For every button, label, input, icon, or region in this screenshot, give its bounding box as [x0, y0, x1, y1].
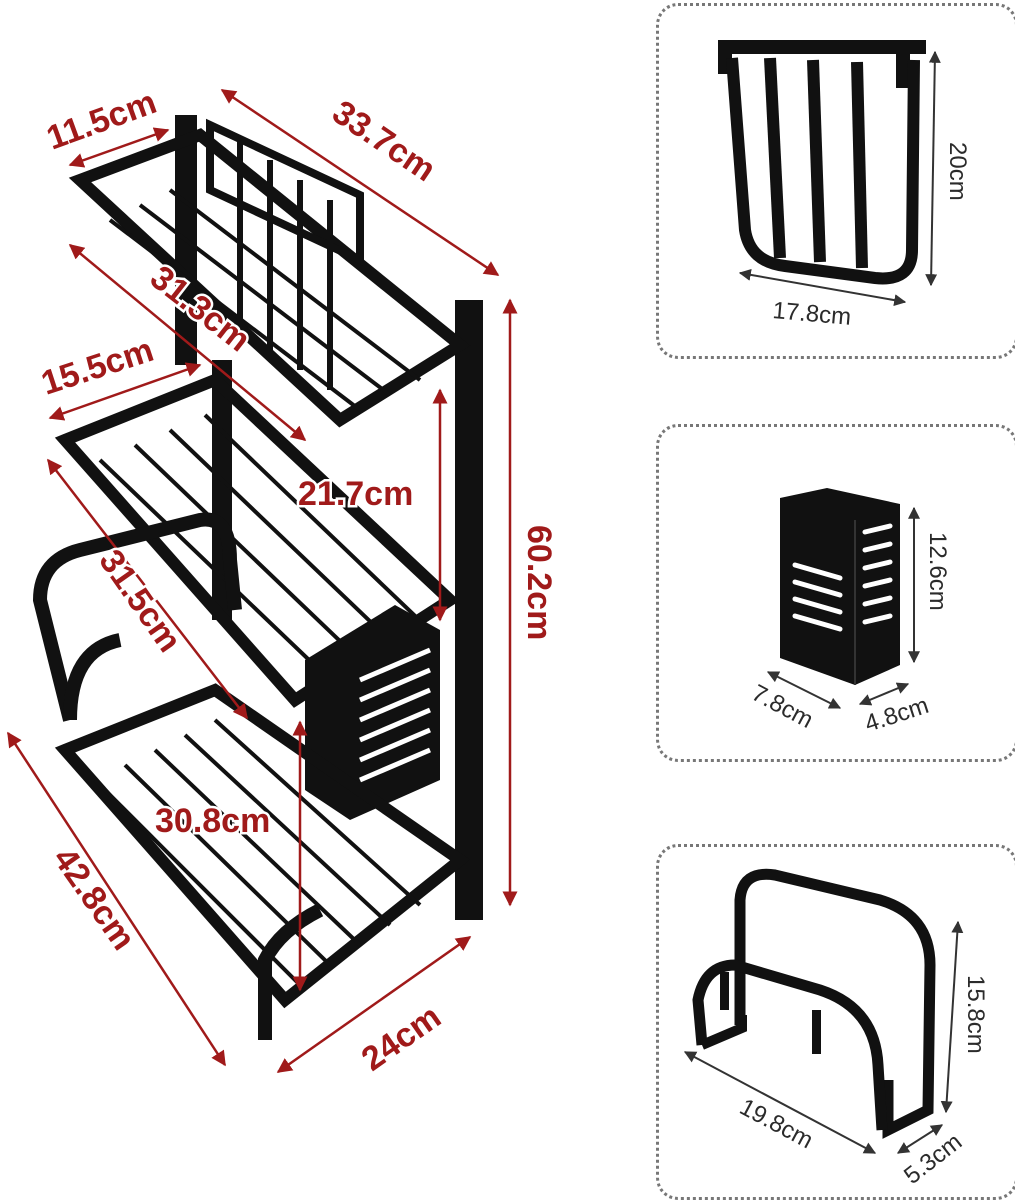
label-board-holder-height: 15.8cm	[962, 975, 989, 1054]
cup-holder-illustration: 20cm 17.8cm	[718, 40, 971, 331]
utensil-holder-illustration: 12.6cm 7.8cm 4.8cm	[747, 488, 951, 738]
dimension-arrows	[6, 88, 518, 1074]
label-total-height: 60.2cm	[520, 525, 558, 640]
label-cup-holder-height: 20cm	[944, 142, 971, 201]
accessory-panel-utensil-holder	[656, 424, 1015, 762]
label-bottom-length: 42.8cm	[45, 841, 142, 957]
accessory-panel-cup-holder	[656, 3, 1015, 359]
label-cup-holder-width: 17.8cm	[771, 297, 852, 331]
label-bottom-clearance: 30.8cm	[155, 802, 270, 840]
label-utensil-holder-width: 7.8cm	[747, 679, 817, 734]
label-middle-clearance: 21.7cm	[298, 475, 413, 513]
rack-utensil-holder	[305, 605, 440, 820]
label-top-length: 33.7cm	[326, 93, 443, 189]
label-utensil-holder-height: 12.6cm	[924, 532, 951, 611]
board-holder-illustration: 15.8cm 19.8cm 5.3cm	[683, 868, 989, 1190]
accessory-panel-board-holder	[656, 844, 1015, 1200]
label-board-holder-width: 19.8cm	[735, 1093, 817, 1154]
label-top-depth: 11.5cm	[42, 83, 162, 158]
label-board-holder-depth: 5.3cm	[899, 1128, 967, 1190]
label-middle-depth: 15.5cm	[37, 331, 158, 403]
